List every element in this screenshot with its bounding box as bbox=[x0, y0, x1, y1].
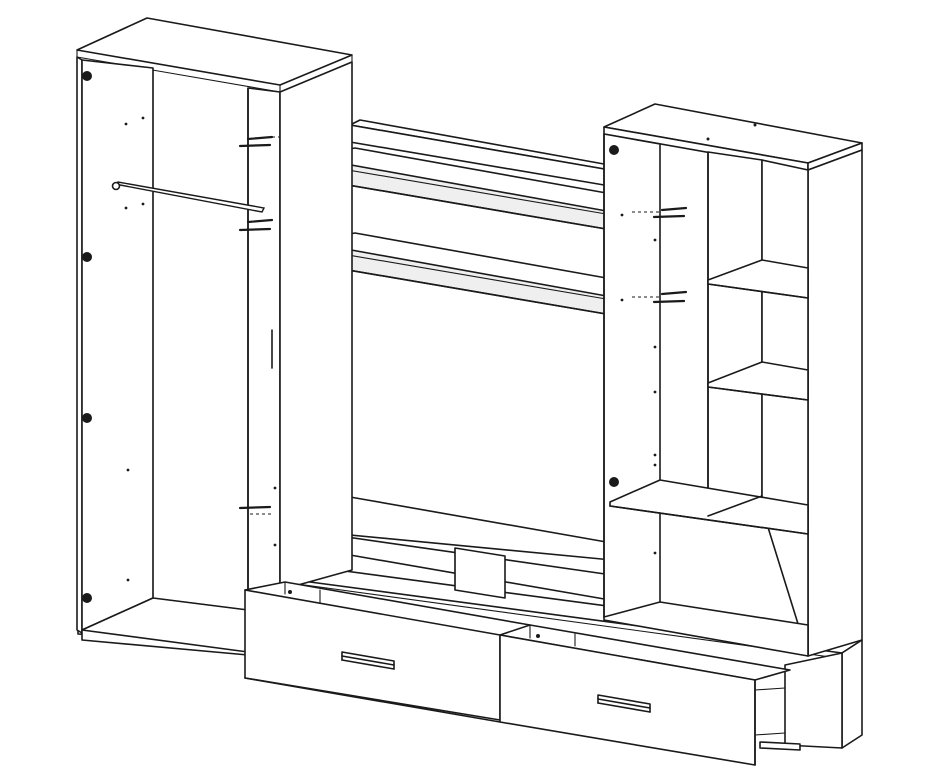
drawer-handle-icon bbox=[341, 651, 395, 670]
drawer-right bbox=[499, 624, 791, 766]
wardrobe-right-side bbox=[247, 87, 281, 601]
pin-holes bbox=[124, 116, 277, 582]
shelf-bridge bbox=[297, 119, 616, 601]
drawer-left bbox=[244, 581, 531, 723]
side-cabinet-left-panel bbox=[603, 133, 661, 626]
tall-wardrobe bbox=[76, 17, 353, 656]
screw-icon bbox=[632, 206, 688, 304]
wardrobe-back-panel bbox=[81, 59, 154, 631]
pin-holes bbox=[620, 213, 657, 555]
compartment-divider bbox=[454, 547, 506, 599]
hinge-icon bbox=[82, 71, 92, 603]
hinge-icon bbox=[609, 145, 619, 487]
side-cabinet-bottom bbox=[603, 601, 809, 657]
tv-base-right-end bbox=[841, 639, 863, 749]
side-cabinet bbox=[603, 103, 863, 657]
drawer-handle-icon bbox=[597, 694, 651, 713]
screw-icon bbox=[238, 135, 280, 515]
